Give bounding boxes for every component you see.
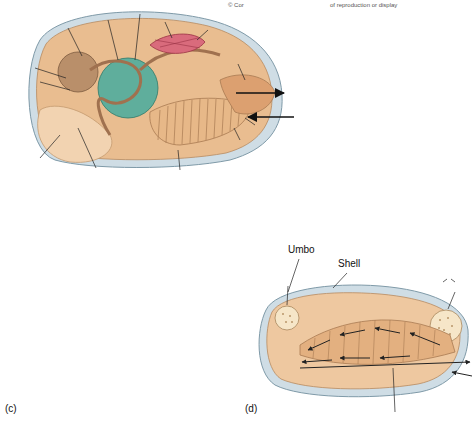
part-label: of reproduction or display xyxy=(330,2,397,9)
clam-d xyxy=(259,259,472,412)
part-label: Umbo xyxy=(288,244,315,255)
part-label: © Cor xyxy=(228,2,244,9)
part-label: (d) xyxy=(245,403,257,414)
clam-c xyxy=(29,12,294,170)
part-label: (c) xyxy=(5,403,17,414)
part-label: Shell xyxy=(338,258,360,269)
